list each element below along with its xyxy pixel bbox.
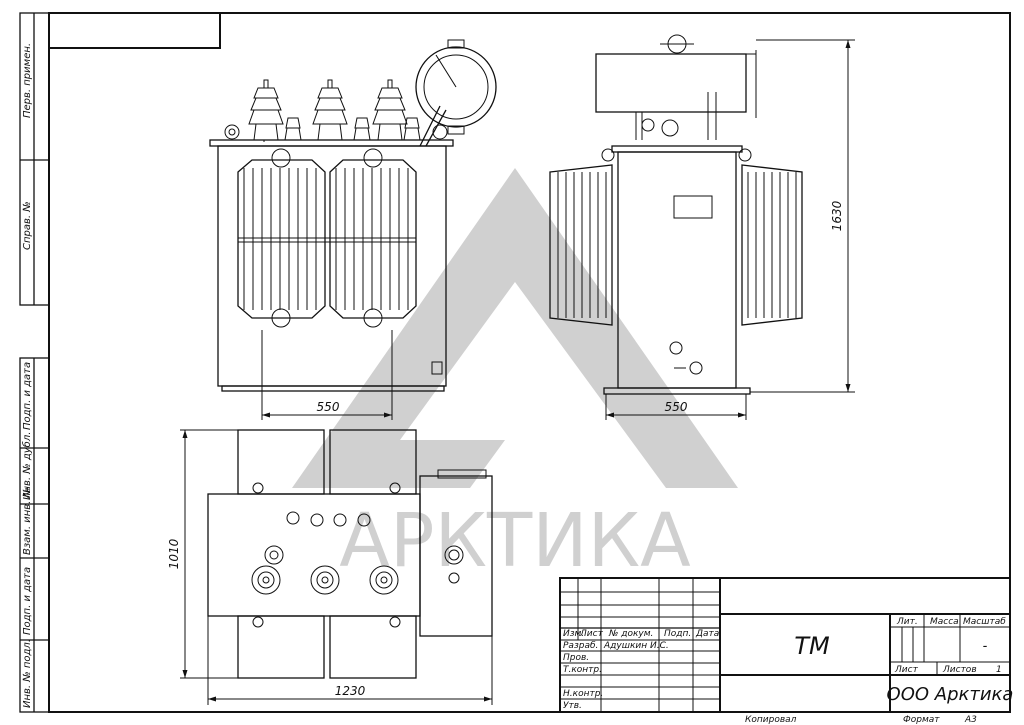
dim-side-width: 550	[665, 400, 688, 414]
radiators-front	[237, 148, 417, 328]
row-razrab: Разраб.	[563, 641, 598, 651]
top-left-stamp	[48, 12, 221, 49]
front-view: 550	[209, 39, 497, 420]
top-dimension-length: 1230	[207, 616, 493, 705]
frame	[48, 12, 1011, 713]
col-doc: № докум.	[608, 629, 653, 639]
conservator-side	[595, 53, 747, 113]
col-podp: Подп.	[664, 629, 691, 639]
hv-bushings	[224, 79, 448, 142]
stamp-podp-data-2: Подп. и дата	[22, 567, 33, 635]
side-dimension-height: 1630	[750, 39, 855, 393]
dim-top-depth: 1010	[167, 538, 181, 569]
top-view: 1010 1230	[167, 429, 493, 705]
title-block: Изм. Лист № докум. Подп. Дата Разраб. Ад…	[559, 577, 1014, 713]
stamp-inv-podl: Инв. № подл.	[22, 639, 33, 708]
stamp-podp-data-1: Подп. и дата	[22, 362, 33, 430]
dim-side-height: 1630	[830, 200, 844, 231]
designation: ТМ	[794, 632, 830, 660]
col-data: Дата	[695, 629, 719, 639]
conservator-front	[415, 39, 497, 147]
list-label: Лист	[894, 665, 919, 675]
front-dimension: 550	[261, 395, 393, 420]
col-izm: Изм.	[563, 629, 584, 639]
razrab-name: Адушкин И.С.	[603, 641, 669, 651]
company-name: ООО Арктика	[887, 684, 1014, 705]
conservator-top	[419, 475, 493, 637]
top-dimension-depth: 1010	[167, 429, 238, 679]
dim-front-width: 550	[317, 400, 340, 414]
massa-label: Масса	[930, 617, 959, 627]
stamp-inv-dubl: Инв. № дубл.	[21, 432, 33, 500]
row-prov: Пров.	[563, 653, 589, 663]
row-tkontr: Т.контр.	[563, 665, 602, 675]
lit-label: Лит.	[896, 617, 918, 627]
footer-format-label: Формат	[903, 715, 940, 725]
stamp-perv-primen: Перв. примен.	[22, 43, 33, 118]
left-stamp: Перв. примен. Справ. № Подп. и дата Инв.…	[19, 12, 50, 713]
dim-top-length: 1230	[335, 684, 366, 698]
watermark-logo: АРКТИКА	[292, 168, 738, 584]
footer-kopiroval: Копировал	[745, 715, 797, 725]
stamp-vzam-inv: Взам. инв. №	[22, 487, 33, 555]
side-view: 550 1630	[549, 34, 855, 420]
watermark-text: АРКТИКА	[339, 498, 691, 584]
footer-format-value: А3	[964, 715, 977, 725]
watermark-triangle	[292, 168, 738, 488]
top-bushings	[251, 482, 401, 628]
masshtab-label: Масштаб	[963, 617, 1006, 627]
col-list: Лист	[579, 629, 604, 639]
stamp-sprav: Справ. №	[22, 201, 33, 250]
listov-label: Листов	[942, 665, 977, 675]
row-utv: Утв.	[563, 701, 582, 711]
side-dimension-width: 550	[605, 394, 747, 420]
rating-plate	[673, 195, 713, 219]
listov-value: 1	[996, 665, 1002, 675]
row-nkontr: Н.контр.	[563, 689, 603, 699]
masshtab-value: -	[983, 639, 988, 654]
